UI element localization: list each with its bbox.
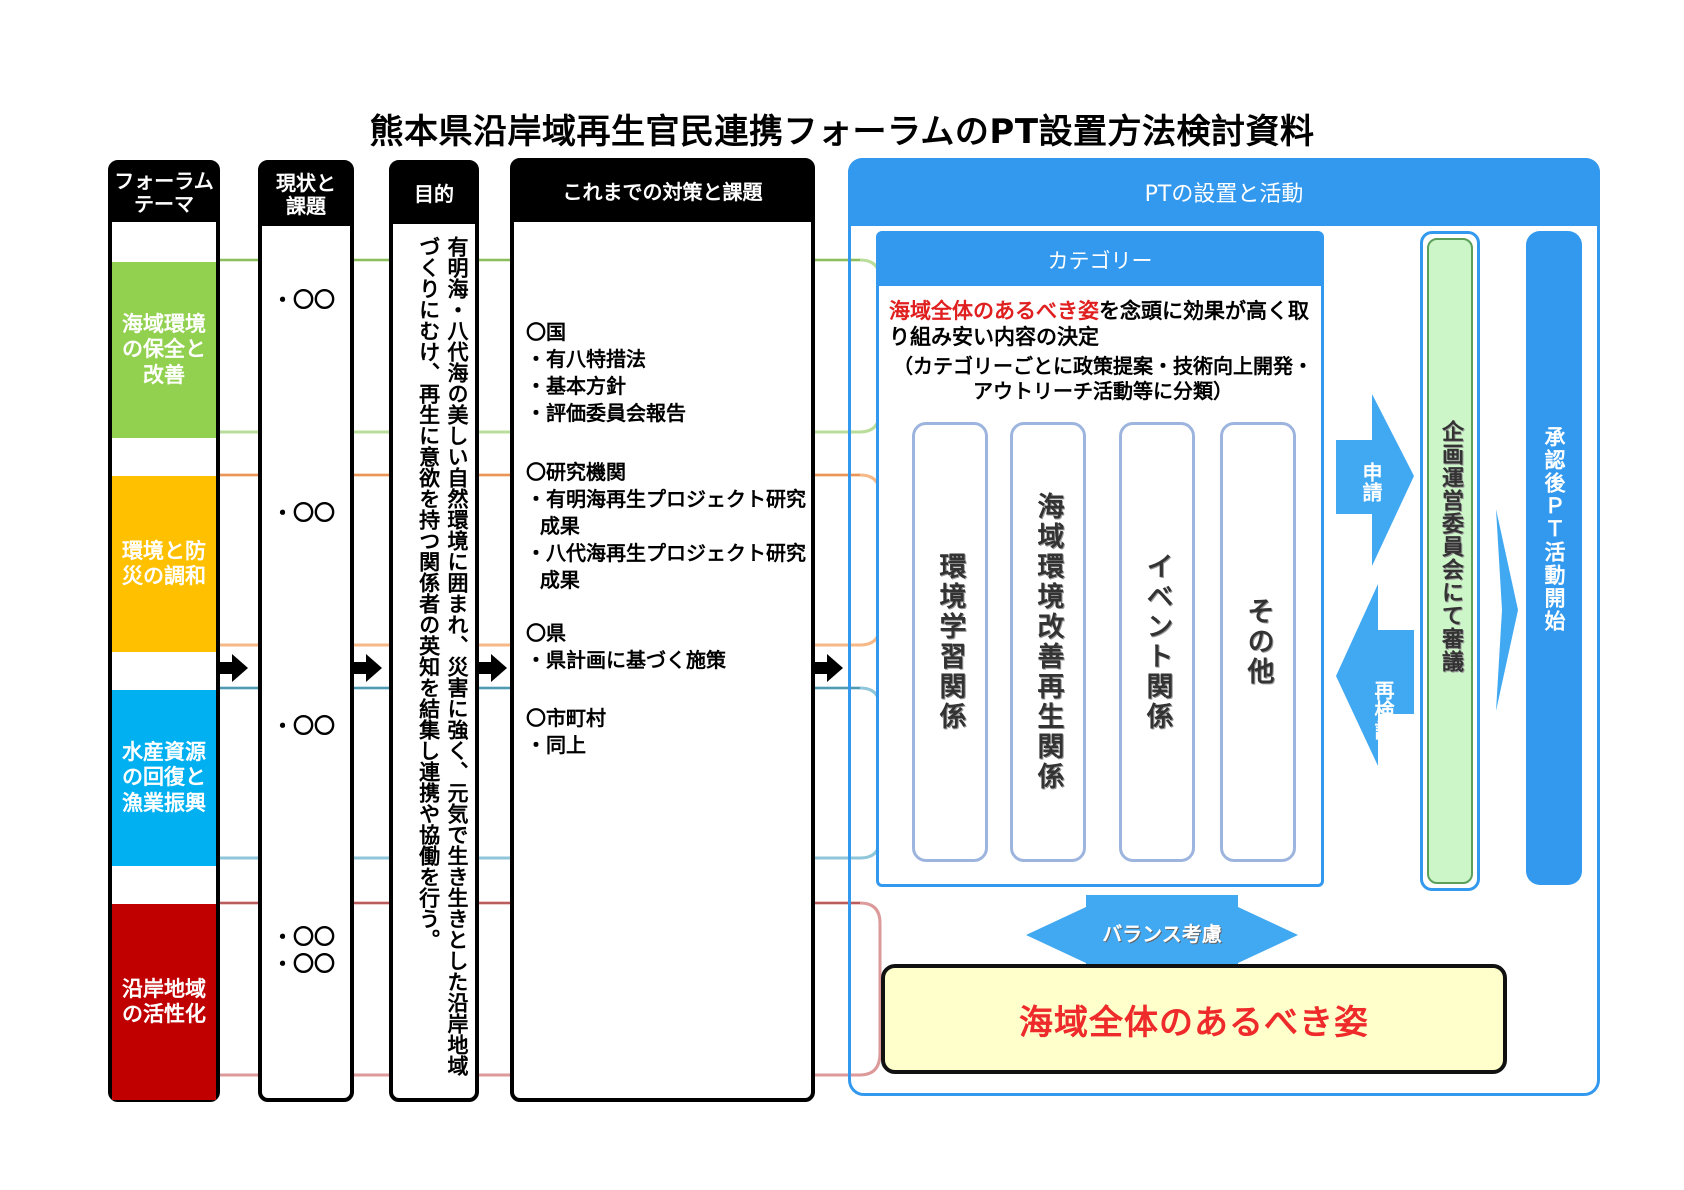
status-item-1: ・〇〇 [272,288,335,312]
measure-research-items: ・有明海再生プロジェクト研究 成果 ・八代海再生プロジェクト研究 成果 [526,487,806,592]
purpose-text: 有明海・八代海の美しい自然環境に囲まれ、災害に強く、元気で生き生きとした沿岸地域… [416,236,469,1076]
category-other-label: その他 [1242,597,1274,687]
committee-panel: 企画運営委員会にて審議 [1420,231,1480,891]
pt-panel-header: PTの設置と活動 [848,158,1600,226]
reexamine-arrow [1336,584,1414,766]
purpose-column: 目的 有明海・八代海の美しい自然環境に囲まれ、災害に強く、元気で生き生きとした沿… [389,160,479,1102]
category-note: （カテゴリーごとに政策提案・技術向上開発・ アウトリーチ活動等に分類） [893,354,1313,403]
category-event-label: イベント関係 [1141,552,1173,732]
apply-arrow [1336,394,1414,566]
balance-label: バランス考慮 [1102,922,1222,946]
theme-environment-disaster: 環境と防 災の調和 [112,476,216,652]
category-panel: カテゴリー 海域全体のあるべき姿を念頭に効果が高く取り組み安い内容の決定 （カテ… [876,231,1324,887]
measure-prefecture-heading: 〇県 [526,621,566,645]
measure-national-heading: 〇国 [526,320,566,344]
measure-national-items: ・有八特措法 ・基本方針 ・評価委員会報告 [526,347,686,425]
measure-municipal-heading: 〇市町村 [526,706,606,730]
category-event: イベント関係 [1119,422,1195,862]
flow-arrow-3 [479,654,507,682]
approval-arrow [1496,509,1518,711]
measure-prefecture: 〇県 ・県計画に基づく施策 [526,620,726,674]
approval-panel: 承認後ＰＴ活動開始 [1526,231,1582,885]
flow-arrow-1 [220,654,248,682]
category-header: カテゴリー [879,234,1321,286]
page-title: 熊本県沿岸域再生官民連携フォーラムのPT設置方法検討資料 [369,112,1315,152]
measure-research-heading: 〇研究機関 [526,460,626,484]
guide-line-community [205,901,882,1077]
balance-arrow [1026,895,1298,975]
category-description: 海域全体のあるべき姿を念頭に効果が高く取り組み安い内容の決定 [889,298,1317,351]
measure-municipal: 〇市町村 ・同上 [526,705,606,759]
status-item-3: ・〇〇 [272,714,335,738]
committee-inner: 企画運営委員会にて審議 [1427,238,1473,884]
ideal-state-label: 海域全体のあるべき姿 [1019,1002,1369,1043]
measure-municipal-items: ・同上 [526,733,586,757]
measure-prefecture-items: ・県計画に基づく施策 [526,648,726,672]
category-marine-improvement-label: 海域環境改善再生関係 [1032,492,1064,792]
approval-label: 承認後ＰＴ活動開始 [1542,426,1566,633]
status-column-header: 現状と 課題 [262,164,350,226]
apply-reexamine-arrows [1336,394,1414,766]
measures-column-header: これまでの対策と課題 [514,162,811,222]
category-environmental-learning-label: 環境学習関係 [934,552,966,732]
theme-column: フォーラム テーマ 海域環境 の保全と 改善 環境と防 災の調和 水産資源 の回… [108,160,220,1102]
status-item-2: ・〇〇 [272,501,335,525]
purpose-column-header: 目的 [393,164,475,224]
theme-coastal-revitalization: 沿岸地域 の活性化 [112,904,216,1100]
ideal-state-box: 海域全体のあるべき姿 [881,964,1507,1074]
measure-research: 〇研究機関 ・有明海再生プロジェクト研究 成果 ・八代海再生プロジェクト研究 成… [526,459,806,594]
status-column: 現状と 課題 ・〇〇 ・〇〇 ・〇〇 ・〇〇 ・〇〇 [258,160,354,1102]
theme-column-header: フォーラム テーマ [112,164,216,222]
theme-fisheries: 水産資源 の回復と 漁業振興 [112,690,216,866]
apply-label: 申請 [1359,462,1383,502]
category-other: その他 [1220,422,1296,862]
theme-marine-environment: 海域環境 の保全と 改善 [112,262,216,438]
flow-arrow-4 [815,654,843,682]
committee-label: 企画運営委員会にて審議 [1438,420,1463,673]
status-item-4: ・〇〇 ・〇〇 [272,925,335,977]
reexamine-label: 再検討 [1371,680,1395,740]
category-marine-improvement: 海域環境改善再生関係 [1010,422,1086,862]
measures-column: これまでの対策と課題 〇国 ・有八特措法 ・基本方針 ・評価委員会報告 〇研究機… [510,158,815,1102]
measure-national: 〇国 ・有八特措法 ・基本方針 ・評価委員会報告 [526,319,686,427]
category-highlight: 海域全体のあるべき姿 [889,299,1099,323]
category-description-rest: を念頭に効果が高く取り組み安い内容の決定 [889,299,1309,350]
category-environmental-learning: 環境学習関係 [912,422,988,862]
flow-arrow-2 [354,654,382,682]
